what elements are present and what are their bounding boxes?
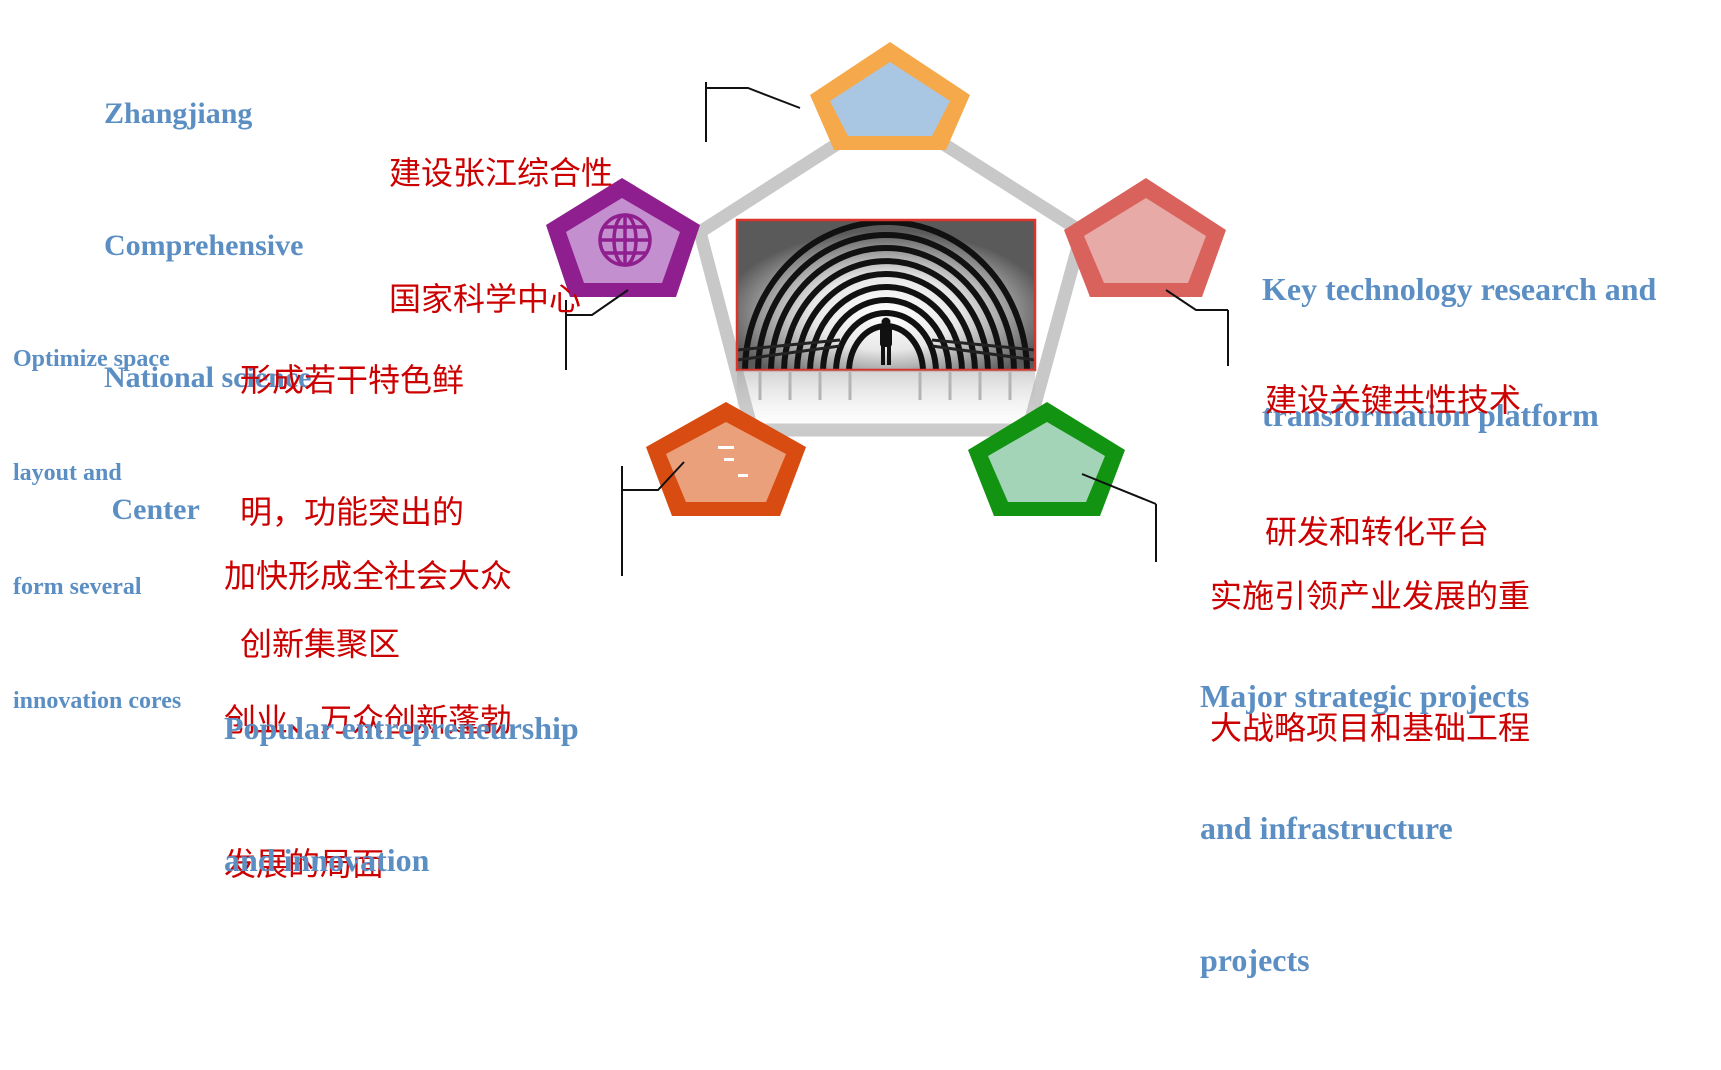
bottom-left-english-label: Popular entrepreneurship and innovation bbox=[224, 710, 579, 878]
pentagon-right bbox=[1064, 178, 1226, 297]
left-chinese-label: 形成若干特色鲜 明，功能突出的 创新集聚区 bbox=[240, 361, 465, 663]
pentagon-left bbox=[546, 178, 700, 297]
diagram-graphics bbox=[546, 42, 1229, 576]
globe-icon bbox=[598, 213, 652, 267]
person-silhouette bbox=[880, 317, 892, 365]
pentagon-bottom-left bbox=[646, 402, 806, 516]
right-chinese-label: 建设关键共性技术 研发和转化平台 bbox=[1265, 381, 1522, 551]
top-chinese-label: 建设张江综合性 国家科学中心 bbox=[389, 154, 614, 318]
callout-lines bbox=[565, 82, 1229, 576]
left-english-label: Optimize space layout and form several i… bbox=[13, 346, 182, 714]
right-english-label: Key technology research and transformati… bbox=[1262, 271, 1657, 433]
pentagon-bottom-right bbox=[968, 402, 1125, 516]
tunnel-image bbox=[735, 218, 1037, 440]
chart-icon bbox=[718, 446, 748, 477]
pentagon-top bbox=[810, 42, 970, 150]
bottom-right-english-label: Major strategic projects and infrastruct… bbox=[1200, 678, 1530, 978]
diagram-canvas: Zhangjiang Comprehensive National scienc… bbox=[13, 42, 1657, 978]
top-english-label: Zhangjiang Comprehensive National scienc… bbox=[104, 97, 312, 526]
